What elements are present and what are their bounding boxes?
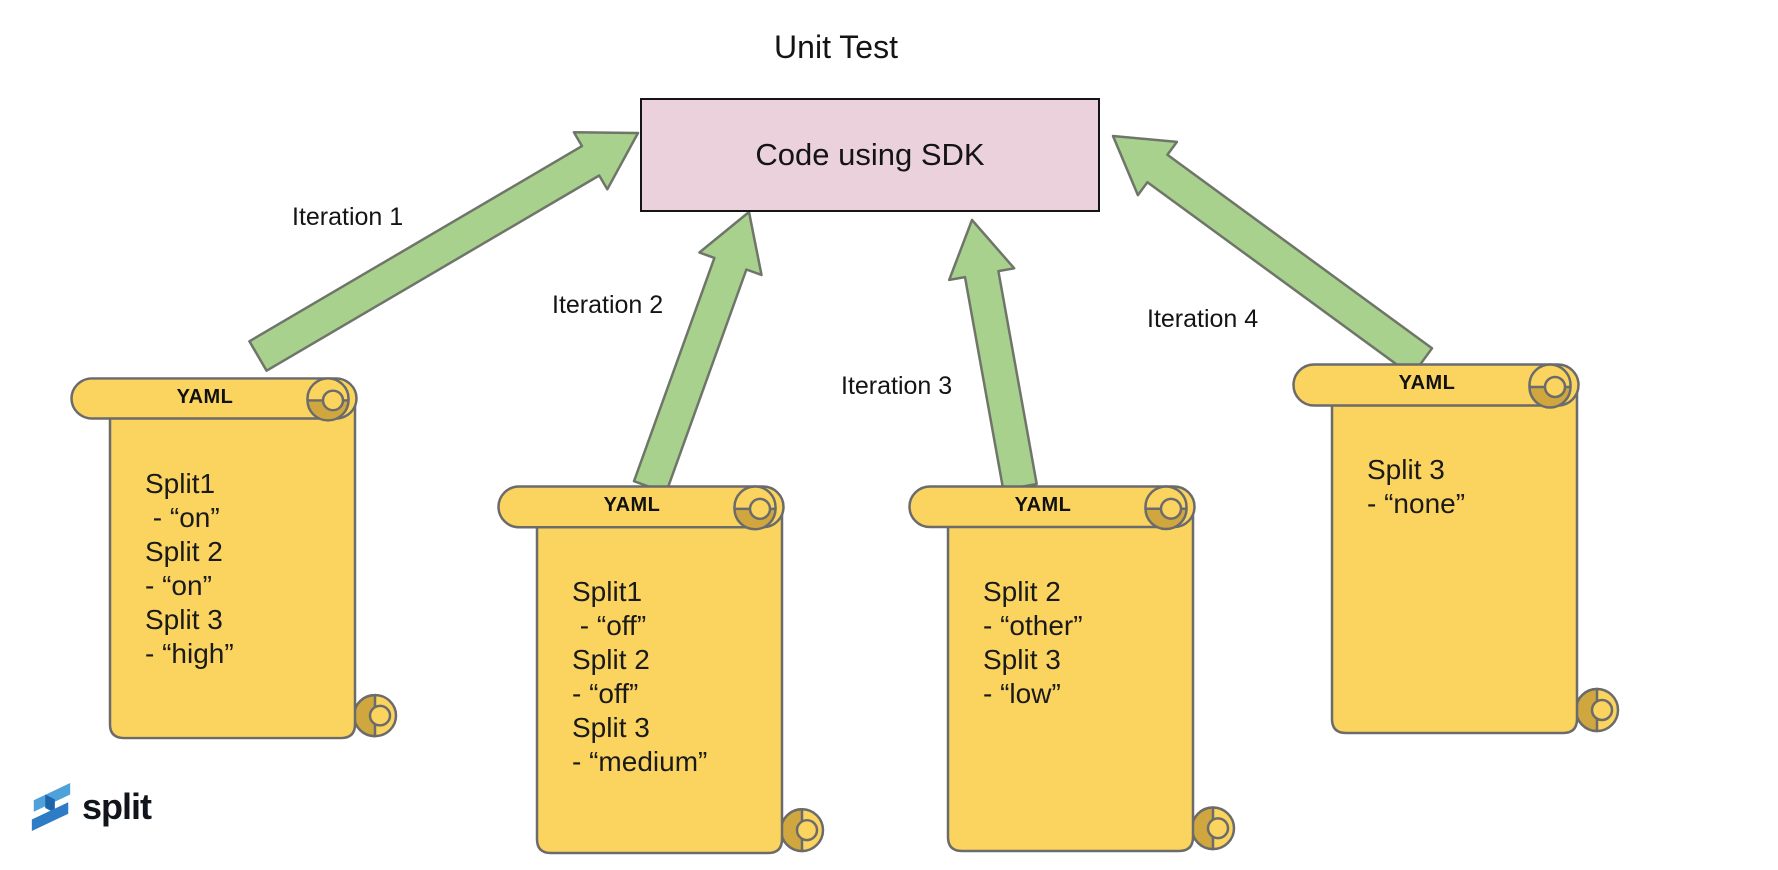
yaml-line: Split 3: [572, 712, 650, 743]
split-logo: split: [28, 782, 152, 832]
yaml-line: - “off”: [572, 678, 639, 709]
yaml-scroll-2: YAML Split1 - “off” Split 2 - “off” Spli…: [497, 485, 827, 855]
iteration-4-arrow: [1111, 134, 1434, 377]
code-sdk-box-label: Code using SDK: [755, 137, 985, 172]
yaml-line: Split 3: [145, 604, 223, 635]
yaml-line: Split 2: [572, 644, 650, 675]
scroll-1-content: Split1 - “on” Split 2 - “on” Split 3 - “…: [145, 467, 234, 671]
yaml-scroll-4: YAML Split 3 - “none”: [1292, 363, 1622, 735]
scroll-2-content: Split1 - “off” Split 2 - “off” Split 3 -…: [572, 575, 707, 779]
iteration-3-arrow: [947, 218, 1038, 492]
scroll-1-header-label: YAML: [176, 386, 234, 408]
scroll-4-header-label: YAML: [1398, 372, 1456, 394]
yaml-line: Split1: [572, 576, 643, 607]
scroll-2-header-label: YAML: [603, 494, 661, 516]
yaml-line: Split 3: [983, 644, 1061, 675]
scroll-shape: [1292, 363, 1620, 735]
iteration-4-label: Iteration 4: [1147, 305, 1259, 333]
yaml-line: Split 2: [983, 576, 1061, 607]
iteration-1-label: Iteration 1: [292, 203, 404, 231]
iteration-2-arrow: [632, 210, 763, 495]
yaml-line: - “none”: [1367, 488, 1466, 519]
scroll-4-content: Split 3 - “none”: [1367, 453, 1465, 521]
split-logo-icon: [31, 783, 71, 831]
split-logo-text: split: [82, 786, 152, 827]
yaml-scroll-1: YAML Split1 - “on” Split 2 - “on” Split …: [70, 377, 400, 740]
page-title: Unit Test: [774, 29, 898, 65]
yaml-line: - “medium”: [572, 746, 708, 777]
iteration-3-label: Iteration 3: [841, 372, 953, 400]
iteration-2-label: Iteration 2: [552, 291, 664, 319]
yaml-line: Split 3: [1367, 454, 1445, 485]
yaml-line: - “on”: [145, 502, 220, 533]
iteration-1-arrow: [248, 131, 640, 372]
yaml-line: Split1: [145, 468, 216, 499]
scroll-3-header-label: YAML: [1014, 494, 1072, 516]
yaml-line: - “low”: [983, 678, 1061, 709]
scroll-shape: [70, 377, 398, 740]
scroll-3-content: Split 2 - “other” Split 3 - “low”: [983, 575, 1083, 711]
yaml-scroll-3: YAML Split 2 - “other” Split 3 - “low”: [908, 485, 1238, 853]
yaml-line: - “on”: [145, 570, 212, 601]
yaml-line: - “high”: [145, 638, 234, 669]
yaml-line: Split 2: [145, 536, 223, 567]
code-sdk-box: Code using SDK: [640, 98, 1100, 212]
yaml-line: - “off”: [572, 610, 647, 641]
yaml-line: - “other”: [983, 610, 1083, 641]
